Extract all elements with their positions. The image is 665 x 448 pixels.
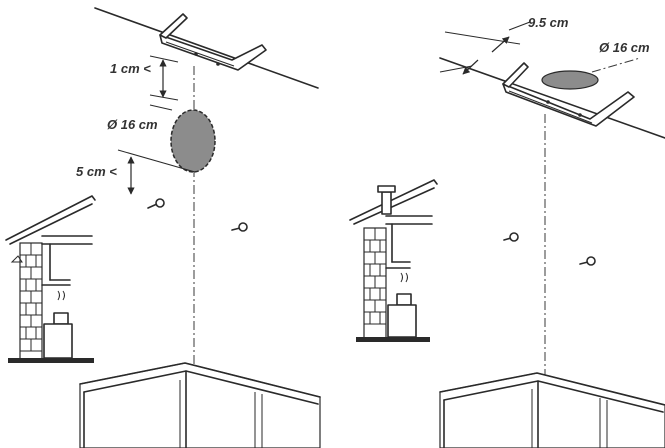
right-duct-hole — [541, 70, 599, 90]
left-ceiling-bracket-icon — [159, 13, 267, 71]
left-dim-wall-gap-label: 5 cm < — [76, 164, 117, 179]
right-dim-diameter-label: Ø 16 cm — [599, 40, 650, 55]
right-dim-guide-bottom — [439, 65, 473, 73]
left-dim-guide-mid — [149, 94, 179, 101]
left-hole-guide-top — [149, 104, 173, 111]
kitchen-cooker-icon — [387, 272, 417, 338]
right-cabinet — [439, 372, 665, 448]
wall-screw-icon — [147, 198, 165, 209]
right-dim-offset-label: 9.5 cm — [528, 15, 569, 30]
right-dim-leader — [508, 21, 531, 31]
left-dim-ceiling-gap-label: 1 cm < — [110, 61, 151, 76]
right-dim-offset-arrow-bottom — [462, 59, 479, 75]
left-ceiling-line — [94, 7, 319, 89]
kitchen-cooker-icon — [43, 290, 73, 359]
right-ceiling-bracket-icon — [502, 62, 635, 127]
left-kitchen-scene — [5, 195, 96, 363]
right-diameter-leader — [591, 57, 641, 73]
left-dim-guide-lower — [117, 149, 196, 173]
right-ceiling-line — [439, 57, 665, 139]
wall-screw-icon — [231, 222, 248, 232]
wall-screw-icon — [503, 232, 519, 242]
chimney-pipe-icon — [377, 185, 396, 215]
wall-screw-icon — [579, 256, 596, 266]
right-kitchen-scene — [349, 179, 438, 342]
left-duct-hole — [170, 109, 216, 173]
left-dim-diameter-label: Ø 16 cm — [107, 117, 158, 132]
left-panel: 1 cm < Ø 16 cm 5 cm < — [5, 7, 321, 448]
left-cabinet — [79, 362, 321, 448]
right-dim-offset-arrow-top — [491, 36, 510, 53]
right-panel: 9.5 cm Ø 16 cm — [349, 15, 665, 448]
left-dim-guide-top — [149, 55, 179, 63]
